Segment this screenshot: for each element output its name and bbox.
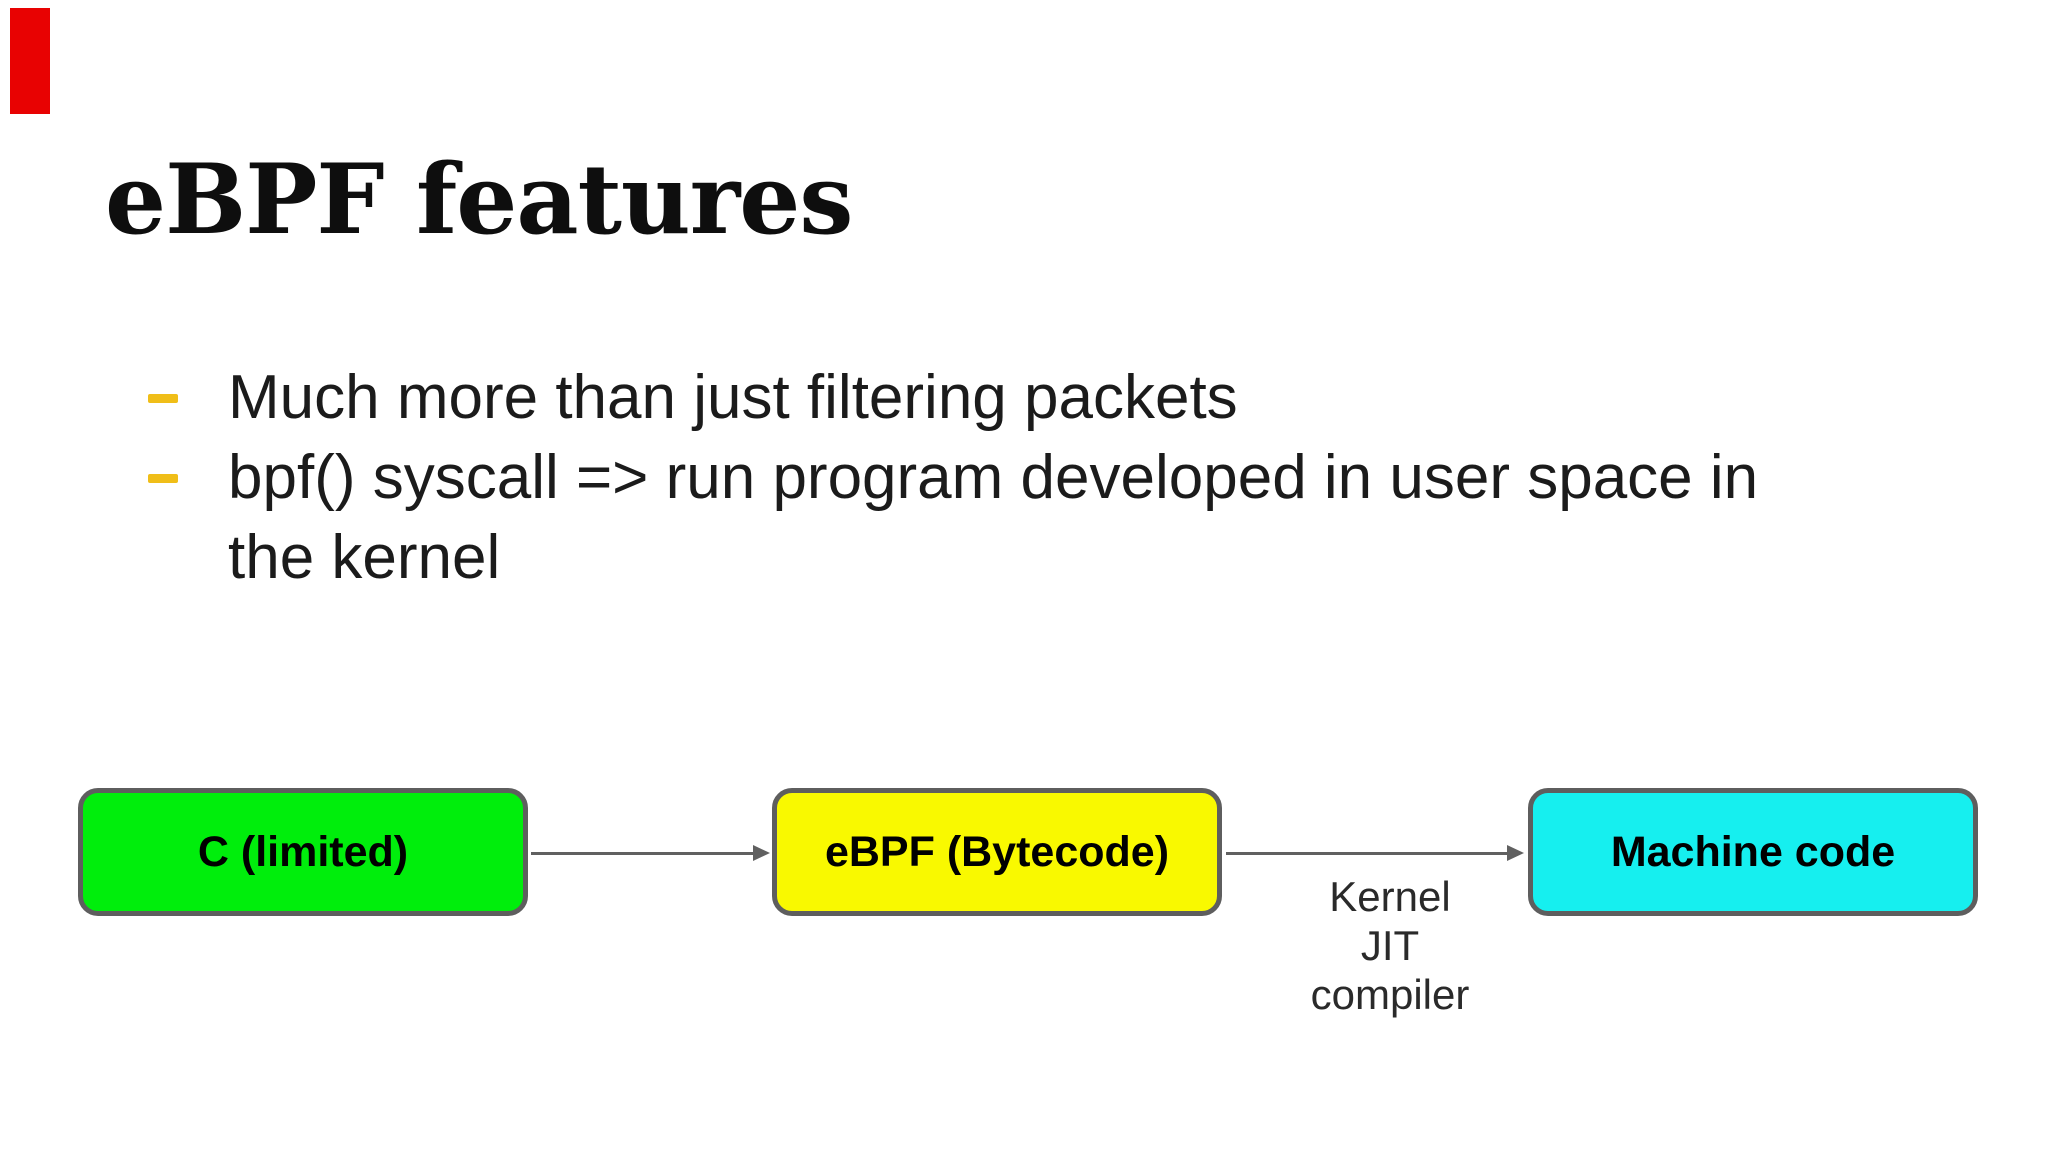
node-label: Machine code [1610,827,1896,876]
diagram-node-c-limited: C (limited) [78,788,528,916]
bullet-text: bpf() syscall => run program developed i… [228,438,1758,598]
bullet-dash-icon [148,394,178,403]
kernel-jit-compiler-line: compiler [1310,971,1470,1018]
slide-title: eBPF features [105,143,853,256]
bullet-item: bpf() syscall => run program developed i… [148,438,1928,598]
bullet-line: the kernel [228,523,501,592]
arrow-line-ebpf-to-machine [1226,852,1511,855]
recording-indicator-bar [10,8,50,114]
bullet-line: bpf() syscall => run program developed i… [228,443,1759,512]
bullet-item: Much more than just filtering packets [148,358,1928,438]
bullet-text: Much more than just filtering packets [228,358,1238,438]
bullet-list: Much more than just filtering packets bp… [148,358,1928,598]
diagram-node-machine-code: Machine code [1528,788,1978,916]
arrowhead-icon [753,845,770,861]
diagram-node-ebpf-bytecode: eBPF (Bytecode) [772,788,1222,916]
arrow-line-c-to-ebpf [531,852,757,855]
node-label: eBPF (Bytecode) [824,827,1170,876]
kernel-jit-compiler-line: Kernel [1329,873,1451,920]
kernel-jit-compiler-line: JIT [1360,922,1420,969]
bullet-line: Much more than just filtering packets [228,363,1238,432]
node-label: C (limited) [197,827,409,876]
arrowhead-icon [1507,845,1524,861]
kernel-jit-compiler-label: Kernel JIT compiler [1285,872,1495,1019]
bullet-dash-icon [148,474,178,483]
